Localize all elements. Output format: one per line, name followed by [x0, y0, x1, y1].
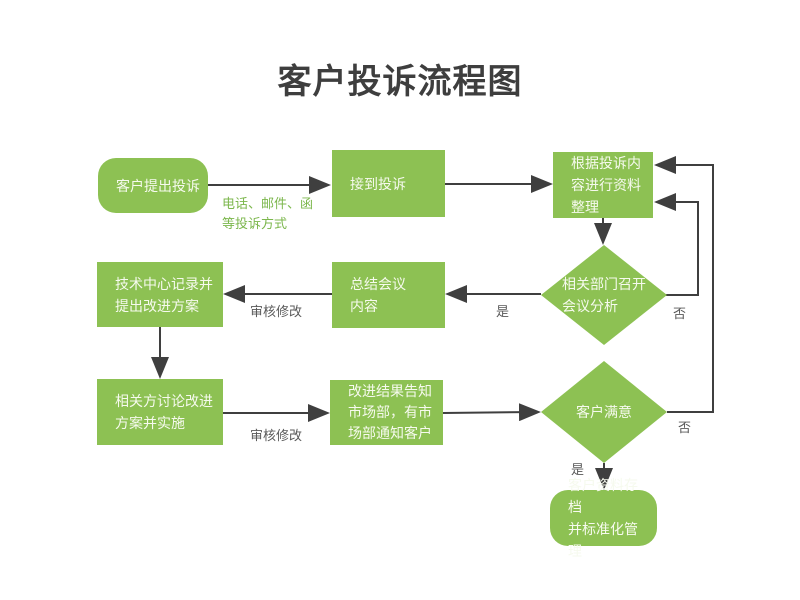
node-receive-complaint: 接到投诉: [332, 150, 445, 217]
node-discuss-implement: 相关方讨论改进 方案并实施: [97, 379, 223, 445]
edge-label-review-revise-2: 审核修改: [250, 428, 303, 443]
node-organize-materials: 根据投诉内 容进行资料 整理: [553, 152, 653, 218]
edge-label-no-1: 否: [673, 306, 687, 321]
node-notify-customer: 改进结果告知 市场部，有市 场部通知客户: [330, 380, 443, 445]
edge-label-review-revise-1: 审核修改: [250, 304, 303, 319]
node-archive-data: 客户资料存档 并标准化管理: [550, 477, 657, 559]
edge-notify-to-satisfied: [442, 403, 541, 422]
node-customer-files-complaint: 客户提出投诉: [98, 158, 208, 213]
edge-meeting-no-loop: [654, 193, 699, 296]
node-summarize-meeting: 总结会议 内容: [332, 262, 445, 328]
edge-label-yes-1: 是: [496, 304, 510, 319]
edge-label-yes-2: 是: [571, 462, 585, 477]
edge-label-no-2: 否: [678, 420, 692, 435]
page-title: 客户投诉流程图: [277, 63, 523, 101]
node-tech-center-record: 技术中心记录并 提出改进方案: [97, 262, 223, 327]
edge-label-complaint-methods: 电话、邮件、函 等投诉方式: [222, 196, 314, 231]
edge-satisfied-no-loop: [654, 156, 714, 413]
